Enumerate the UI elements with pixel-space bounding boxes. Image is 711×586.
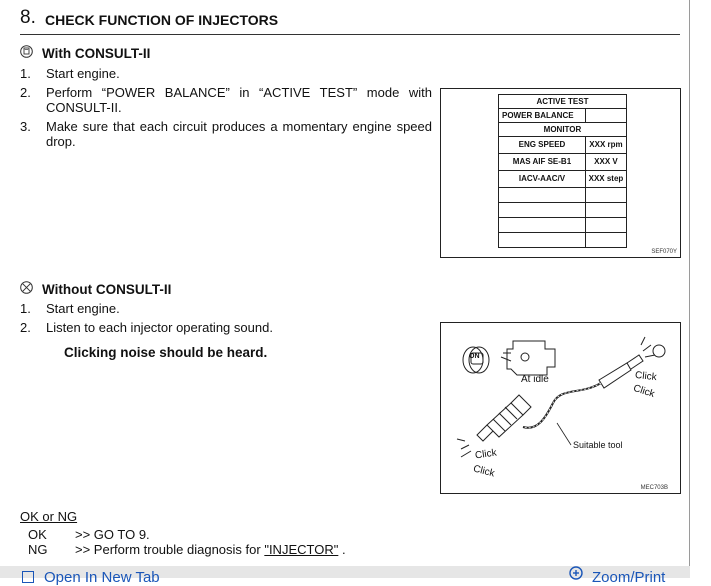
- ok-label: OK: [28, 527, 47, 542]
- bottom-toolbar: [0, 566, 690, 578]
- expected-result: Clicking noise should be heard.: [64, 345, 268, 360]
- consult-step-3: 3. Make sure that each circuit produces …: [20, 119, 432, 151]
- monitor-value: XXX step: [584, 169, 628, 188]
- step-number: 3.: [20, 119, 31, 134]
- figure-code: SEF070Y: [651, 249, 677, 255]
- suitable-tool-label: Suitable tool: [573, 440, 623, 450]
- no-tester-icon: [20, 281, 33, 294]
- no-consult-step-1: 1. Start engine.: [20, 301, 432, 317]
- monitor-value: XXX rpm: [584, 135, 628, 154]
- monitor-header: MONITOR: [498, 121, 627, 137]
- section-title: CHECK FUNCTION OF INJECTORS: [45, 12, 279, 28]
- step-text: Start engine.: [46, 301, 120, 316]
- ok-action: >> GO TO 9.: [75, 527, 150, 542]
- at-idle-label: At idle: [521, 374, 549, 385]
- injector-icon: [456, 394, 532, 458]
- active-test-table: ACTIVE TEST POWER BALANCE MONITOR ENG SP…: [498, 94, 628, 248]
- consult-screen-figure: ACTIVE TEST POWER BALANCE MONITOR ENG SP…: [440, 88, 681, 258]
- ng-action: >> Perform trouble diagnosis for "INJECT…: [75, 542, 346, 557]
- injector-sound-figure: ON At idle Click Click Click Click Suita…: [440, 322, 681, 494]
- no-consult-step-2: 2. Listen to each injector operating sou…: [20, 320, 432, 336]
- with-consult-title: With CONSULT-II: [42, 46, 151, 61]
- ok-ng-heading: OK or NG: [20, 509, 78, 524]
- consult-step-1: 1. Start engine.: [20, 66, 432, 82]
- page-right-border: [689, 0, 690, 578]
- active-test-header: ACTIVE TEST: [498, 94, 627, 109]
- power-balance-cell: POWER BALANCE: [498, 107, 586, 123]
- tool-leader-line: [556, 422, 572, 446]
- ignition-key-icon: [462, 346, 490, 374]
- section-divider: [20, 34, 680, 35]
- consult-step-2: 2. Perform “POWER BALANCE” in “ACTIVE TE…: [20, 85, 432, 117]
- step-text: Perform “POWER BALANCE” in “ACTIVE TEST”…: [46, 85, 432, 115]
- monitor-item: ENG SPEED: [498, 135, 586, 154]
- key-on-label: ON: [469, 353, 480, 360]
- new-tab-icon: [22, 571, 34, 583]
- section-number: 8.: [20, 7, 36, 28]
- engine-icon: [500, 340, 556, 376]
- monitor-value: XXX V: [584, 152, 628, 171]
- ng-label: NG: [28, 542, 48, 557]
- figure-code: MEC703B: [640, 485, 668, 491]
- without-consult-title: Without CONSULT-II: [42, 282, 172, 297]
- injector-link[interactable]: "INJECTOR": [264, 542, 339, 557]
- step-number: 1.: [20, 301, 31, 316]
- step-text: Listen to each injector operating sound.: [46, 320, 273, 335]
- ng-action-text: >> Perform trouble diagnosis for: [75, 542, 265, 557]
- stethoscope-tool: [522, 336, 666, 429]
- injector-illustration: [456, 336, 666, 458]
- click-label: Click: [634, 369, 658, 384]
- step-number: 1.: [20, 66, 31, 81]
- step-number: 2.: [20, 320, 31, 335]
- monitor-item: MAS AIF SE-B1: [498, 152, 586, 171]
- step-text: Make sure that each circuit produces a m…: [46, 119, 432, 149]
- monitor-item: IACV-AAC/V: [498, 169, 586, 188]
- ng-action-end: .: [338, 542, 346, 557]
- consult-tester-icon: [20, 45, 33, 58]
- step-text: Start engine.: [46, 66, 120, 81]
- step-number: 2.: [20, 85, 31, 100]
